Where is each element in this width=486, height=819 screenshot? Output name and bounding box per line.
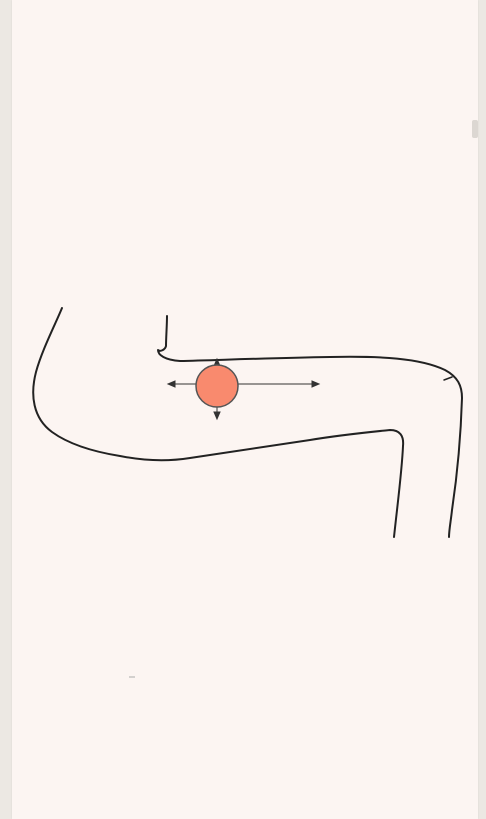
ball[interactable] (196, 365, 238, 407)
direction-arrows (168, 359, 319, 419)
hand-drawn-track (33, 308, 462, 537)
arrow-left-head (168, 381, 175, 387)
track-inner-line (158, 316, 462, 537)
arrow-down-head (214, 412, 220, 419)
arrow-right-head (312, 381, 319, 387)
track-outer-line (33, 308, 403, 537)
track-tick-mark (444, 377, 452, 380)
